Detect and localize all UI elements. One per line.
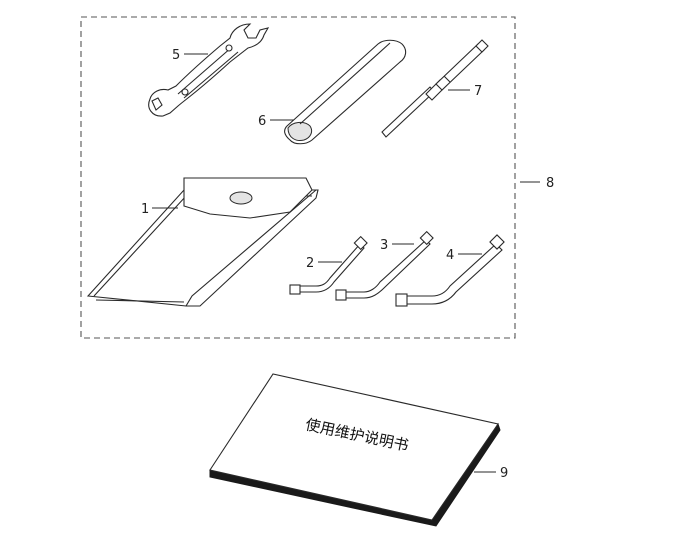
callout-7: 7 (474, 84, 482, 99)
owners-manual-part-9: 使用维护说明书 (209, 373, 501, 527)
callout-numbers: 1 2 3 4 5 6 7 8 9 (141, 48, 554, 481)
callout-8: 8 (546, 176, 554, 191)
callout-9: 9 (500, 466, 508, 481)
callout-1: 1 (141, 202, 149, 217)
sleeve-tube-part-6 (284, 39, 407, 145)
leader-lines (152, 53, 540, 473)
hex-wrench-part-3 (335, 230, 434, 301)
callout-3: 3 (380, 238, 388, 253)
kit-boundary-box (80, 16, 516, 339)
tool-pouch-part-1 (86, 177, 319, 307)
screwdriver-part-7 (381, 39, 489, 138)
wrench-part-5 (148, 23, 270, 117)
callout-2: 2 (306, 256, 314, 271)
callout-4: 4 (446, 248, 454, 263)
callout-5: 5 (172, 48, 180, 63)
hex-wrench-part-2 (289, 235, 368, 295)
hex-wrench-part-4 (395, 234, 505, 307)
callout-6: 6 (258, 114, 266, 129)
